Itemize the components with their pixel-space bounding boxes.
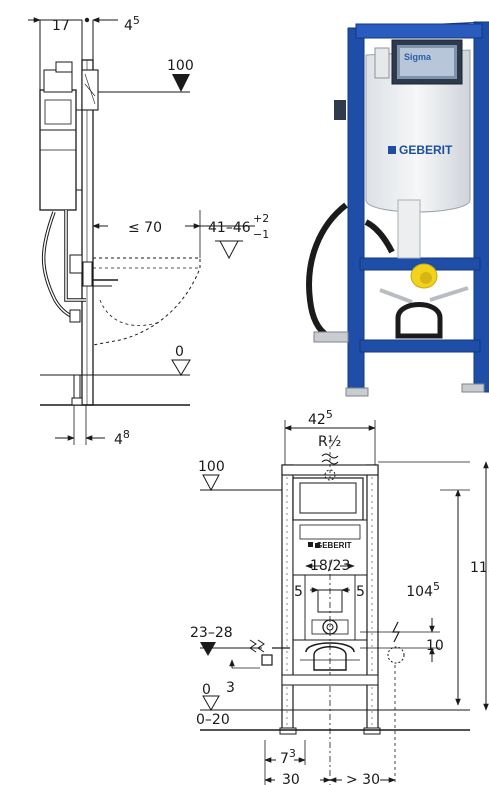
brand-label-drawing: GEBERIT (316, 541, 352, 550)
level-front-0: 0 (202, 682, 211, 698)
product-photo: Sigma GEBERIT (306, 21, 489, 397)
dim-front-23-28: 23–28 (190, 625, 233, 641)
level-side-0: 0 (175, 344, 184, 360)
front-view (200, 420, 489, 785)
dim-front-0-20: 0–20 (196, 712, 230, 728)
dim-front-42-5: 425 (308, 408, 333, 428)
dim-side-41-46: 41–46 (208, 220, 251, 236)
dim-side-tol-minus: −1 (253, 228, 269, 241)
level-marker-open-icon (171, 359, 191, 376)
level-marker-open-icon (202, 695, 220, 712)
brand-square-icon (308, 542, 313, 547)
dim-side-tol-plus: +2 (253, 212, 269, 225)
plate-label: Sigma (404, 52, 432, 62)
level-marker-open-icon (202, 474, 220, 492)
dim-side-le-70: ≤ 70 (128, 220, 162, 236)
level-front-100: 100 (198, 459, 225, 475)
dim-side-4-8: 48 (114, 428, 130, 448)
dim-side-4-5: 45 (124, 14, 140, 34)
dim-side-17: 17 (52, 18, 70, 34)
dim-front-30: 30 (282, 772, 300, 785)
brand-label-photo: GEBERIT (399, 143, 453, 157)
dim-front-104-5: 1045 (406, 580, 440, 600)
thread-label: R½ (318, 434, 341, 450)
dim-front-7-3: 73 (280, 747, 296, 767)
level-marker-filled-icon (172, 74, 190, 92)
dim-front-5-left: 5 (294, 584, 303, 600)
dim-front-5-right: 5 (356, 584, 365, 600)
dim-front-3: 3 (226, 680, 235, 696)
dim-front-gt-30: > 30 (346, 772, 380, 785)
dim-front-18-23: 18/23 (310, 558, 350, 574)
brand-square-icon (388, 146, 396, 154)
level-marker-filled-icon (200, 642, 216, 656)
level-side-100: 100 (167, 58, 194, 74)
side-view (28, 17, 255, 445)
dim-front-10: 10 (426, 638, 444, 654)
dim-front-112: 112 (470, 560, 489, 576)
level-marker-open-icon (219, 240, 239, 260)
